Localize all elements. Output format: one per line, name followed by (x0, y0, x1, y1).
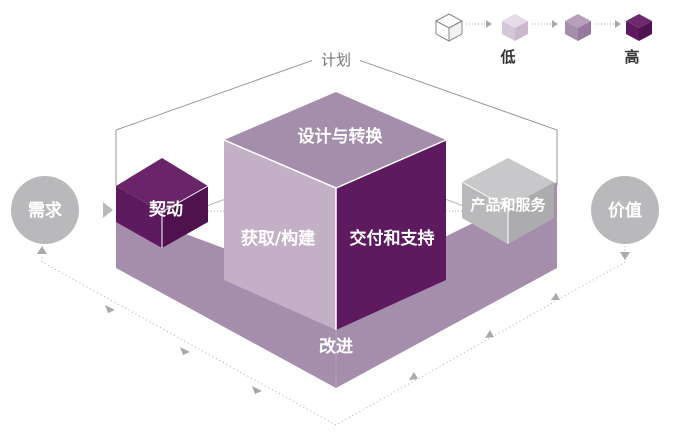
loop-arrow-icon (409, 372, 418, 380)
legend-arrow-icon (552, 20, 558, 28)
legend-high-label: 高 (624, 48, 639, 66)
demand-label: 需求 (28, 200, 62, 221)
central-cube: 设计与转换 获取/构建 交付和支持 (223, 92, 447, 330)
demand-node: 需求 (11, 176, 79, 244)
products-label: 产品和服务 (470, 196, 546, 214)
feedback-loop (37, 246, 630, 426)
products-cube: 产品和服务 (461, 158, 554, 244)
legend-cube-4 (626, 14, 652, 41)
legend-cube-3 (565, 14, 591, 41)
loop-arrow-icon (551, 293, 560, 300)
obtain-label: 获取/构建 (241, 228, 315, 249)
engage-cube: 契动 (116, 158, 209, 248)
demand-arrow-icon (103, 202, 113, 218)
loop-arrow-icon (105, 305, 115, 313)
plan-frame: 计划 (115, 49, 558, 186)
legend-arrow-icon (486, 20, 492, 28)
loop-arrow-icon (252, 386, 262, 394)
value-label: 价值 (608, 200, 642, 221)
loop-arrow-icon (620, 252, 630, 260)
loop-arrow-icon (37, 246, 47, 254)
legend-cube-2 (502, 14, 528, 41)
design-label: 设计与转换 (298, 126, 384, 147)
engage-label: 契动 (148, 199, 183, 220)
plan-label: 计划 (321, 51, 351, 69)
legend: 低 高 (434, 13, 652, 66)
loop-arrow-icon (485, 330, 494, 338)
loop-arrow-icon (180, 347, 190, 355)
improve-label: 改进 (319, 336, 353, 357)
legend-cube-1 (434, 13, 464, 42)
legend-arrow-icon (615, 20, 621, 28)
value-node: 价值 (591, 176, 659, 244)
deliver-label: 交付和支持 (350, 228, 435, 249)
legend-low-label: 低 (499, 48, 515, 66)
